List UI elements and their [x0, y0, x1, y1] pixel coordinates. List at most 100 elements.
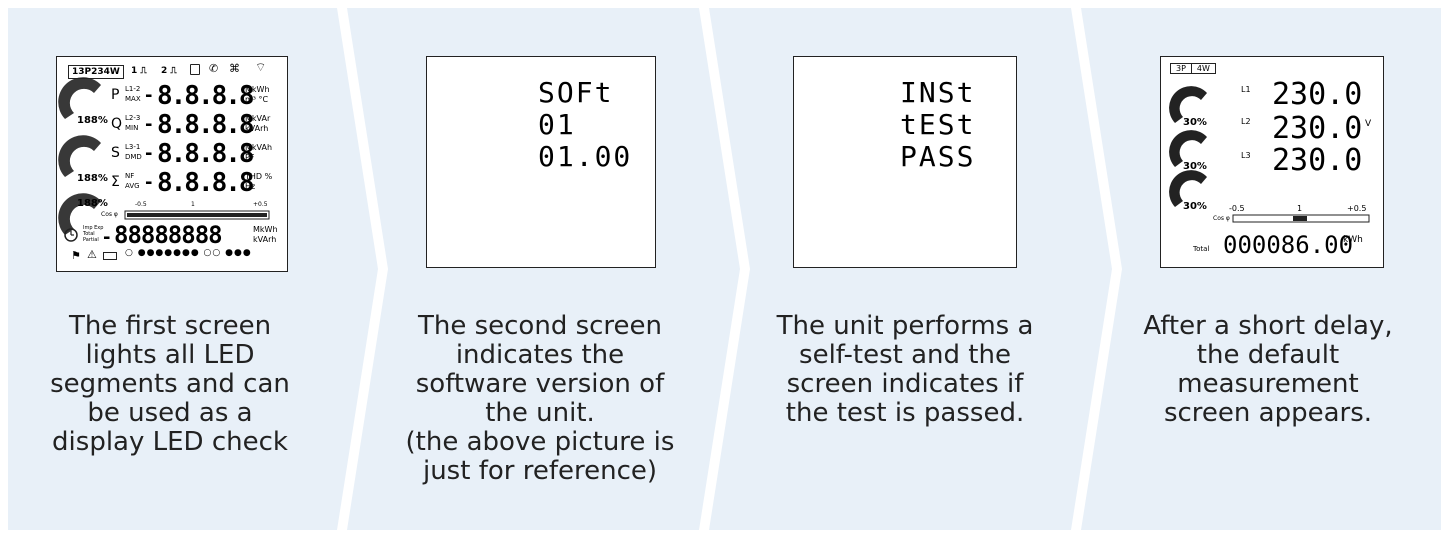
cos-bar-fill [1293, 216, 1307, 221]
test-line: tESt [900, 108, 976, 141]
cos-bar-outline [1232, 214, 1370, 223]
caption-line: lights all LED [85, 340, 255, 370]
percent-label-2: 188% [77, 173, 108, 184]
row-dash: - [145, 143, 153, 164]
gauge-1-icon [58, 77, 101, 119]
line-label-l1: L1 [1241, 85, 1251, 94]
version-major-line: 01 [538, 108, 576, 141]
total-value: 000086.00 [1223, 231, 1354, 259]
lcd-measurement: 3P 4W 30% 30% 30% L1 230.0 L2 230.0 V L3… [1160, 56, 1384, 268]
lcd-self-test: INSt tESt PASS [793, 56, 1017, 268]
lcd-text-block: SOFt 01 01.00 [538, 77, 632, 173]
row-unit-top: MkVAr [245, 114, 271, 123]
row-dash: - [145, 114, 153, 135]
row-unit-bot: PF [245, 153, 255, 162]
row-letter: Q [111, 116, 123, 132]
total-unit: kWh [1343, 235, 1363, 245]
caption-line: After a short delay, [1143, 311, 1393, 341]
bottom-unit-top: MkWh [253, 225, 278, 234]
caption-line: screen appears. [1163, 398, 1373, 428]
cos-label: Cos φ [1213, 215, 1230, 222]
calendar-icon [190, 64, 200, 75]
caption-line: display LED check [52, 427, 288, 457]
caption-line: self-test and the [799, 340, 1011, 370]
lcd-text-block: INSt tESt PASS [900, 77, 975, 173]
version-full-line: 01.00 [538, 140, 633, 173]
percent-label-3: 30% [1183, 201, 1207, 212]
bottom-unit-bot: kVArh [253, 235, 277, 244]
line-label-l2: L2 [1241, 117, 1251, 126]
pulse-mark-1: 1 ⎍ [131, 66, 147, 76]
wifi-icon: ⌔ [255, 60, 267, 74]
line-value-l2: 230.0 [1272, 111, 1363, 146]
row-unit-top: MkWh [245, 85, 270, 94]
gauge-layer [58, 77, 270, 242]
lcd-software-version: SOFt 01 01.00 [426, 56, 656, 268]
caption-line: software version of [415, 369, 665, 399]
pulse-mark-2: 2 ⎍ [161, 66, 177, 76]
pass-line: PASS [900, 140, 976, 173]
percent-label-1: 188% [77, 115, 108, 126]
row-unit-bot: m³ °C [245, 95, 269, 104]
cos-bar-fill [127, 213, 267, 217]
gauge-2-icon [58, 135, 101, 177]
row-letter: S [111, 145, 120, 161]
percent-label-2: 30% [1183, 161, 1207, 172]
scale-right: +0.5 [1347, 204, 1367, 213]
scale-left: -0.5 [1229, 204, 1245, 213]
phone-icon: ✆ [209, 62, 219, 75]
caption-line: (the above picture is [405, 427, 675, 457]
tag-4w: 4W [1196, 64, 1210, 73]
caption-line: measurement [1177, 369, 1359, 399]
partial-label: Partial [83, 237, 99, 243]
phase-badge: 13P234W [68, 65, 124, 79]
bottom-digits: 88888888 [114, 221, 223, 249]
imp-exp-label: Imp Exp [83, 225, 104, 231]
cos-bar-outline [124, 210, 270, 220]
unit-label: V [1365, 119, 1372, 129]
total-labels: Imp Exp Total Partial [83, 225, 103, 243]
caption-line: indicates the [455, 340, 625, 370]
gauge-1-icon [1169, 86, 1207, 123]
row-sub-top: NF [125, 172, 135, 180]
warning-icon: ⚠ [87, 248, 97, 261]
row-sub-bot: MIN [125, 124, 139, 132]
scale-mid: 1 [1297, 204, 1303, 213]
battery-icon [103, 252, 117, 260]
row-unit-bot: Hz [245, 182, 256, 191]
inst-line: INSt [900, 76, 976, 109]
percent-label-1: 30% [1183, 117, 1207, 128]
row-letter: Σ [111, 174, 120, 190]
caption-line: the test is passed. [785, 398, 1025, 428]
caption-line: just for reference) [422, 456, 657, 486]
soft-line: SOFt [538, 76, 614, 109]
tag-3p: 3P [1171, 64, 1192, 73]
scale-right: +0.5 [253, 201, 268, 208]
row-dash: - [145, 85, 153, 106]
caption-line: The unit performs a [776, 311, 1034, 341]
row-sub-bot: MAX [125, 95, 141, 103]
row-unit-top: MkVAh [245, 143, 273, 152]
caption-line: segments and can [50, 369, 290, 399]
scale-left: -0.5 [135, 201, 147, 208]
clock-icon [64, 228, 78, 242]
row-digits: 8.8.8.8 [157, 81, 255, 111]
network-icon: ⌘ [229, 62, 240, 75]
bottom-dash: - [103, 227, 111, 248]
row-sub-top: L2-3 [125, 114, 141, 122]
phase-tags: 3P 4W [1170, 63, 1216, 74]
total-label: Total [83, 231, 95, 237]
caption-line: be used as a [87, 398, 253, 428]
row-sub-bot: DMD [125, 153, 142, 161]
row-digits: 8.8.8.8 [157, 139, 255, 169]
caption-line: the default [1196, 340, 1340, 370]
caption-line: The first screen [68, 311, 272, 341]
running-icon: ⚑ [71, 249, 81, 262]
lcd-all-segments: 13P234W 1 ⎍ 2 ⎍ ✆ ⌘ ⌔ 188% 188% 188% [56, 56, 288, 272]
gauge-2-icon [1169, 130, 1207, 167]
